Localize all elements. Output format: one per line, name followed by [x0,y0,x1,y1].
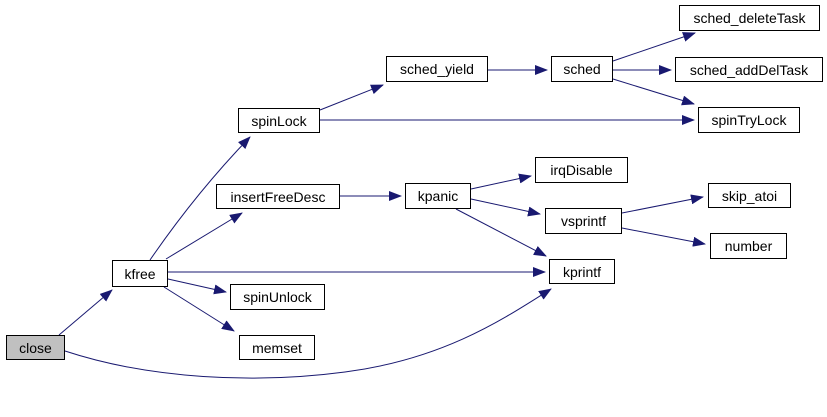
graph-node-label: sched_yield [400,61,474,77]
edge-sched-to-spinTryLock [612,78,695,106]
graph-node-kfree[interactable]: kfree [112,260,168,287]
graph-node-spinlock[interactable]: spinLock [238,108,320,133]
graph-node-sched-deletetask[interactable]: sched_deleteTask [679,5,820,31]
edge-kpanic-to-vsprintf [470,198,541,217]
graph-node-number[interactable]: number [710,233,787,259]
graph-node-kprintf[interactable]: kprintf [549,259,615,284]
graph-node-label: kfree [124,265,156,282]
edge-close-to-kprintf [64,288,552,379]
graph-node-sched-yield[interactable]: sched_yield [386,56,488,82]
graph-node-label: spinUnlock [243,289,312,305]
graph-node-label: sched_deleteTask [693,10,806,26]
graph-node-label: skip_atoi [721,187,778,204]
graph-node-vsprintf[interactable]: vsprintf [545,208,622,234]
graph-node-label: memset [252,339,302,356]
graph-node-label: kpanic [417,188,459,204]
graph-node-label: sched [563,61,601,77]
graph-node-sched[interactable]: sched [551,56,613,82]
graph-node-irqdisable[interactable]: irqDisable [535,157,628,183]
graph-node-kpanic[interactable]: kpanic [405,183,471,209]
graph-node-label: kprintf [562,263,602,280]
graph-node-spintrylock[interactable]: spinTryLock [698,107,800,133]
graph-node-label: insertFreeDesc [230,188,326,205]
edge-sched-to-sched_deleteTask [612,32,696,62]
edge-vsprintf-to-skip_atoi [621,194,704,214]
graph-node-label: close [19,339,52,356]
graph-node-memset[interactable]: memset [239,335,315,360]
graph-node-sched-adddeltask[interactable]: sched_addDelTask [675,57,823,82]
edge-kfree-to-spinUnlock [167,278,227,295]
edge-kfree-to-insertFreeDesc [165,212,243,260]
graph-node-label: vsprintf [560,213,607,229]
graph-node-label: sched_addDelTask [689,61,809,78]
graph-node-label: number [724,238,773,254]
edge-vsprintf-to-number [621,227,706,247]
graph-node-label: spinLock [251,112,307,129]
graph-node-close: close [6,335,65,360]
edge-kfree-to-spinLock [149,136,251,261]
graph-node-insertfreedesc[interactable]: insertFreeDesc [216,184,340,209]
graph-node-skip-atoi[interactable]: skip_atoi [708,183,791,208]
edge-kfree-to-memset [163,286,235,332]
edge-close-to-kfree [58,289,113,336]
graph-node-label: spinTryLock [711,112,787,128]
edge-kpanic-to-kprintf [455,208,547,257]
edge-kpanic-to-irqDisable [470,173,532,190]
graph-node-label: irqDisable [550,162,613,178]
graph-node-spinunlock[interactable]: spinUnlock [230,284,325,310]
edge-spinLock-to-sched_yield [319,84,384,111]
